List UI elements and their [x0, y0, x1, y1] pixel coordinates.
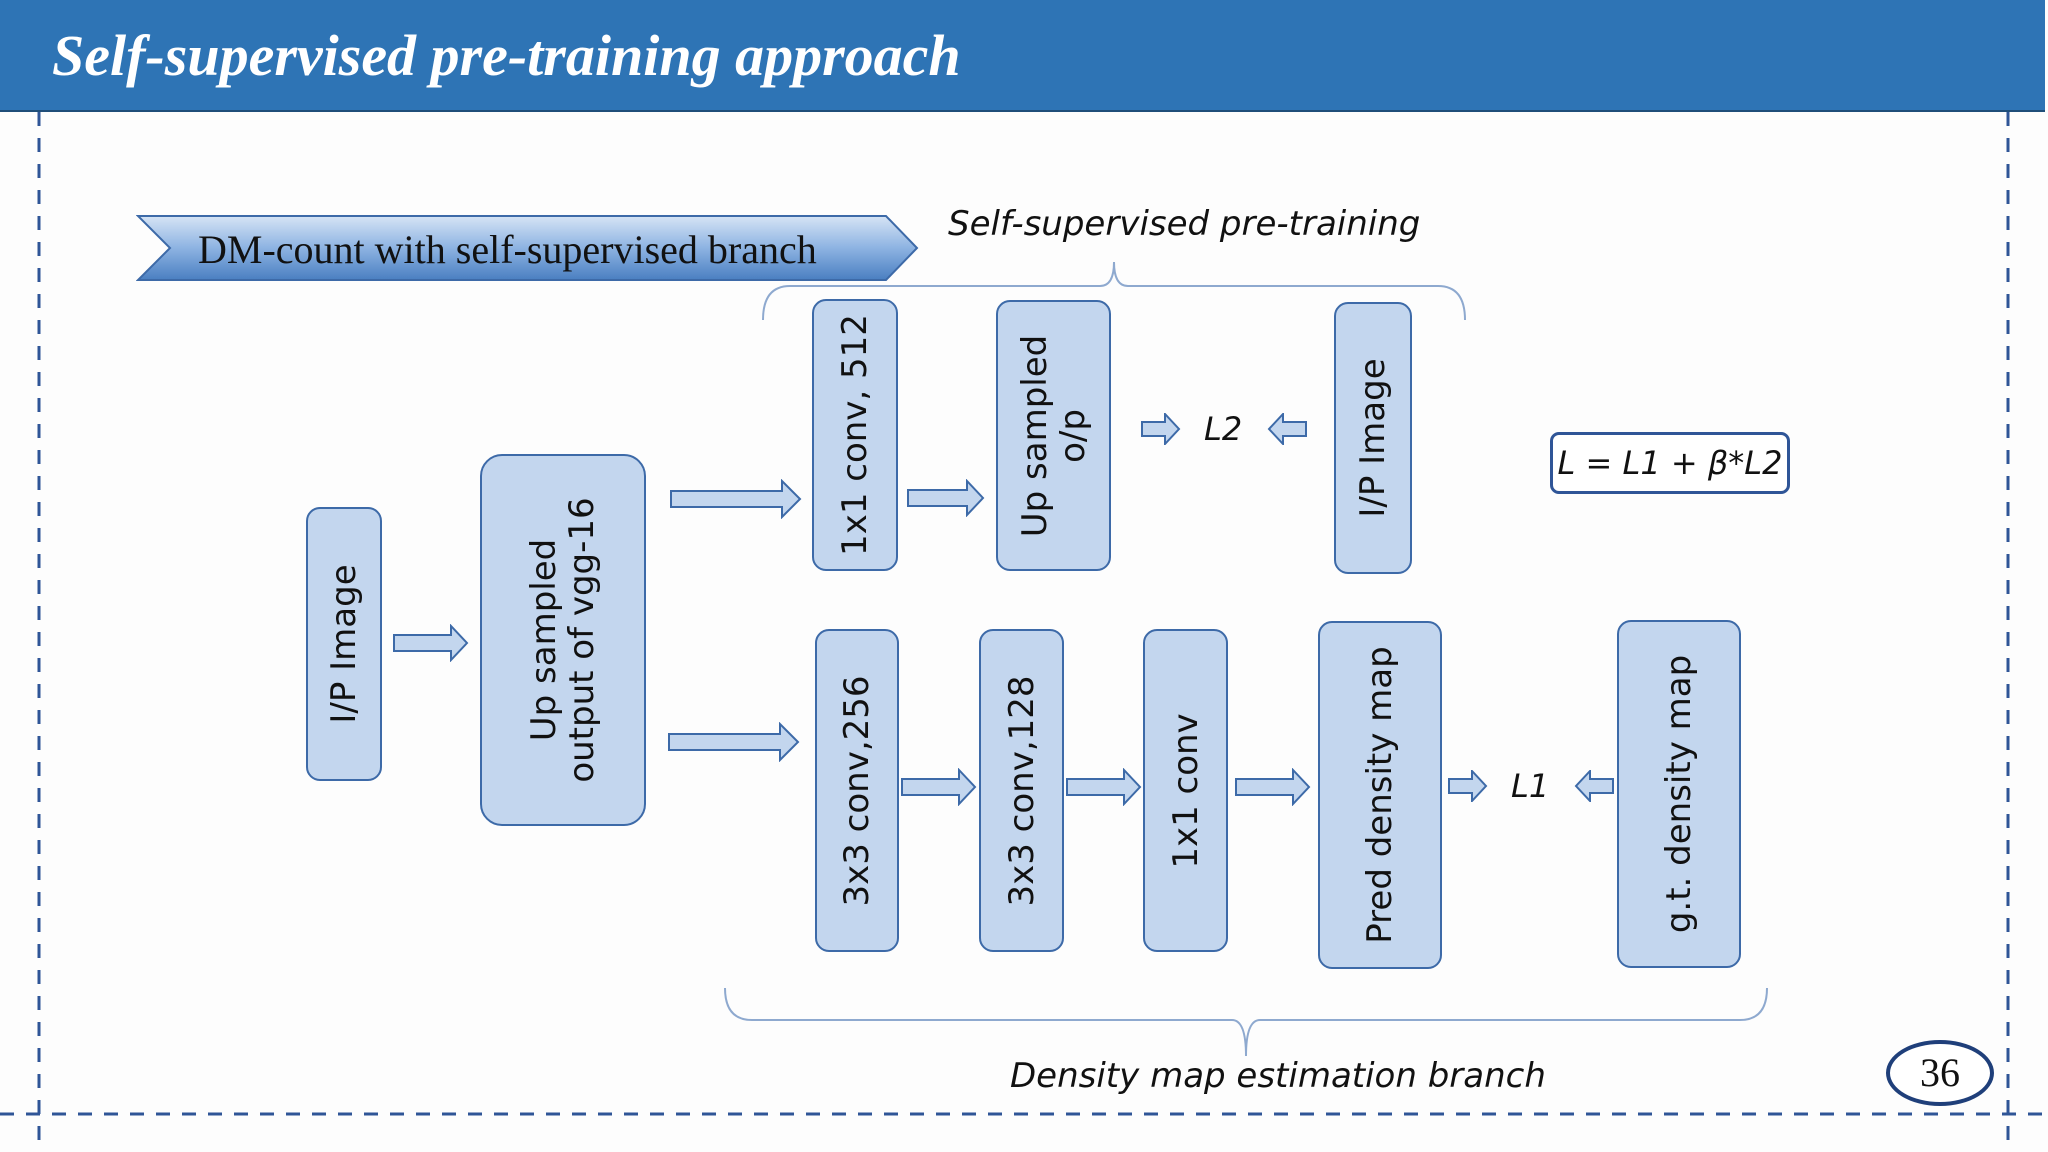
branch-tag-label: DM-count with self-supervised branch [198, 227, 817, 272]
loss-l2-label: L2 [1204, 410, 1243, 448]
bottom-brace [724, 987, 1768, 1057]
conv-1x1-label: 1x1 conv [1165, 712, 1206, 869]
arrow-conv512-to-upsampled [907, 479, 985, 517]
input-image-node: I/P Image [306, 507, 382, 781]
arrow-vgg-to-bottom-branch [668, 722, 800, 762]
input-image-label: I/P Image [323, 564, 364, 724]
top-brace [762, 261, 1466, 321]
arrow-input-to-vgg [393, 624, 469, 662]
arrow-conv128-to-conv1x1 [1066, 768, 1142, 806]
conv-128-label: 3x3 conv,128 [1001, 674, 1042, 907]
branch-tag: DM-count with self-supervised branch [136, 214, 919, 282]
gt-density-label: g.t. density map [1658, 654, 1699, 934]
vgg-upsampled-node: Up sampled output of vgg-16 [480, 454, 646, 826]
header-bar: Self-supervised pre-training approach [0, 0, 2045, 112]
caption-density-branch: Density map estimation branch [1010, 1056, 1546, 1096]
arrow-to-l1-right [1574, 770, 1614, 802]
arrow-conv256-to-conv128 [901, 768, 977, 806]
page-number: 36 [1886, 1040, 1994, 1106]
arrow-vgg-to-top-branch [670, 479, 802, 519]
arrow-conv1x1-to-pred [1235, 768, 1311, 806]
slide-title: Self-supervised pre-training approach [52, 23, 961, 88]
conv-256-label: 3x3 conv,256 [836, 674, 877, 907]
pred-density-label: Pred density map [1359, 646, 1400, 944]
conv-128-node: 3x3 conv,128 [979, 629, 1064, 952]
top-upsampled-node: Up sampled o/p [996, 300, 1111, 571]
top-conv-512-node: 1x1 conv, 512 [812, 299, 898, 571]
conv-256-node: 3x3 conv,256 [815, 629, 899, 952]
loss-formula: L = L1 + β*L2 [1550, 432, 1790, 494]
vgg-upsampled-label: Up sampled output of vgg-16 [523, 497, 602, 783]
pred-density-node: Pred density map [1318, 621, 1442, 969]
top-upsampled-label: Up sampled o/p [1014, 334, 1093, 537]
caption-self-supervised: Self-supervised pre-training [948, 204, 1421, 244]
conv-1x1-node: 1x1 conv [1143, 629, 1228, 952]
top-input-image-node: I/P Image [1334, 302, 1412, 574]
arrow-to-l2-left [1141, 413, 1181, 445]
arrow-to-l1-left [1448, 770, 1488, 802]
top-input-image-label: I/P Image [1352, 358, 1393, 518]
arrow-to-l2-right [1267, 413, 1307, 445]
top-conv-512-label: 1x1 conv, 512 [834, 314, 875, 556]
gt-density-node: g.t. density map [1617, 620, 1741, 968]
loss-l1-label: L1 [1511, 767, 1550, 805]
